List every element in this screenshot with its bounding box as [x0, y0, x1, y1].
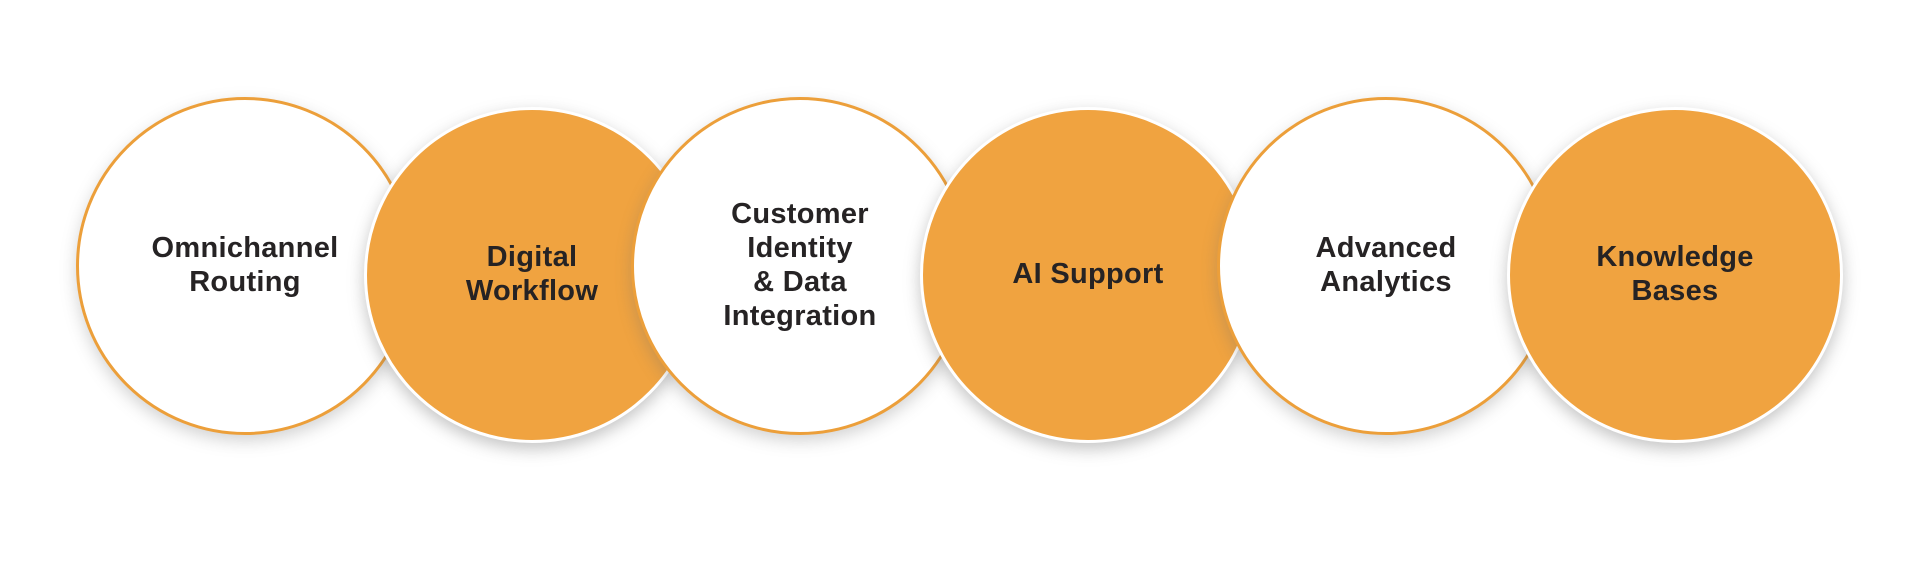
circle-advanced-analytics: Advanced Analytics [1217, 97, 1555, 435]
circle-label-knowledge-bases: Knowledge Bases [1596, 241, 1754, 307]
circle-omnichannel-routing: Omnichannel Routing [76, 97, 414, 435]
circle-ai-support: AI Support [920, 107, 1256, 443]
circle-label-customer-identity-data-integration: Customer Identity & Data Integration [723, 198, 877, 332]
circle-label-ai-support: AI Support [1012, 258, 1164, 291]
circle-customer-identity-data-integration: Customer Identity & Data Integration [631, 97, 969, 435]
circle-knowledge-bases: Knowledge Bases [1507, 107, 1843, 443]
circle-label-omnichannel-routing: Omnichannel Routing [151, 232, 339, 298]
circle-label-digital-workflow: Digital Workflow [465, 241, 599, 307]
circle-label-advanced-analytics: Advanced Analytics [1315, 232, 1457, 298]
